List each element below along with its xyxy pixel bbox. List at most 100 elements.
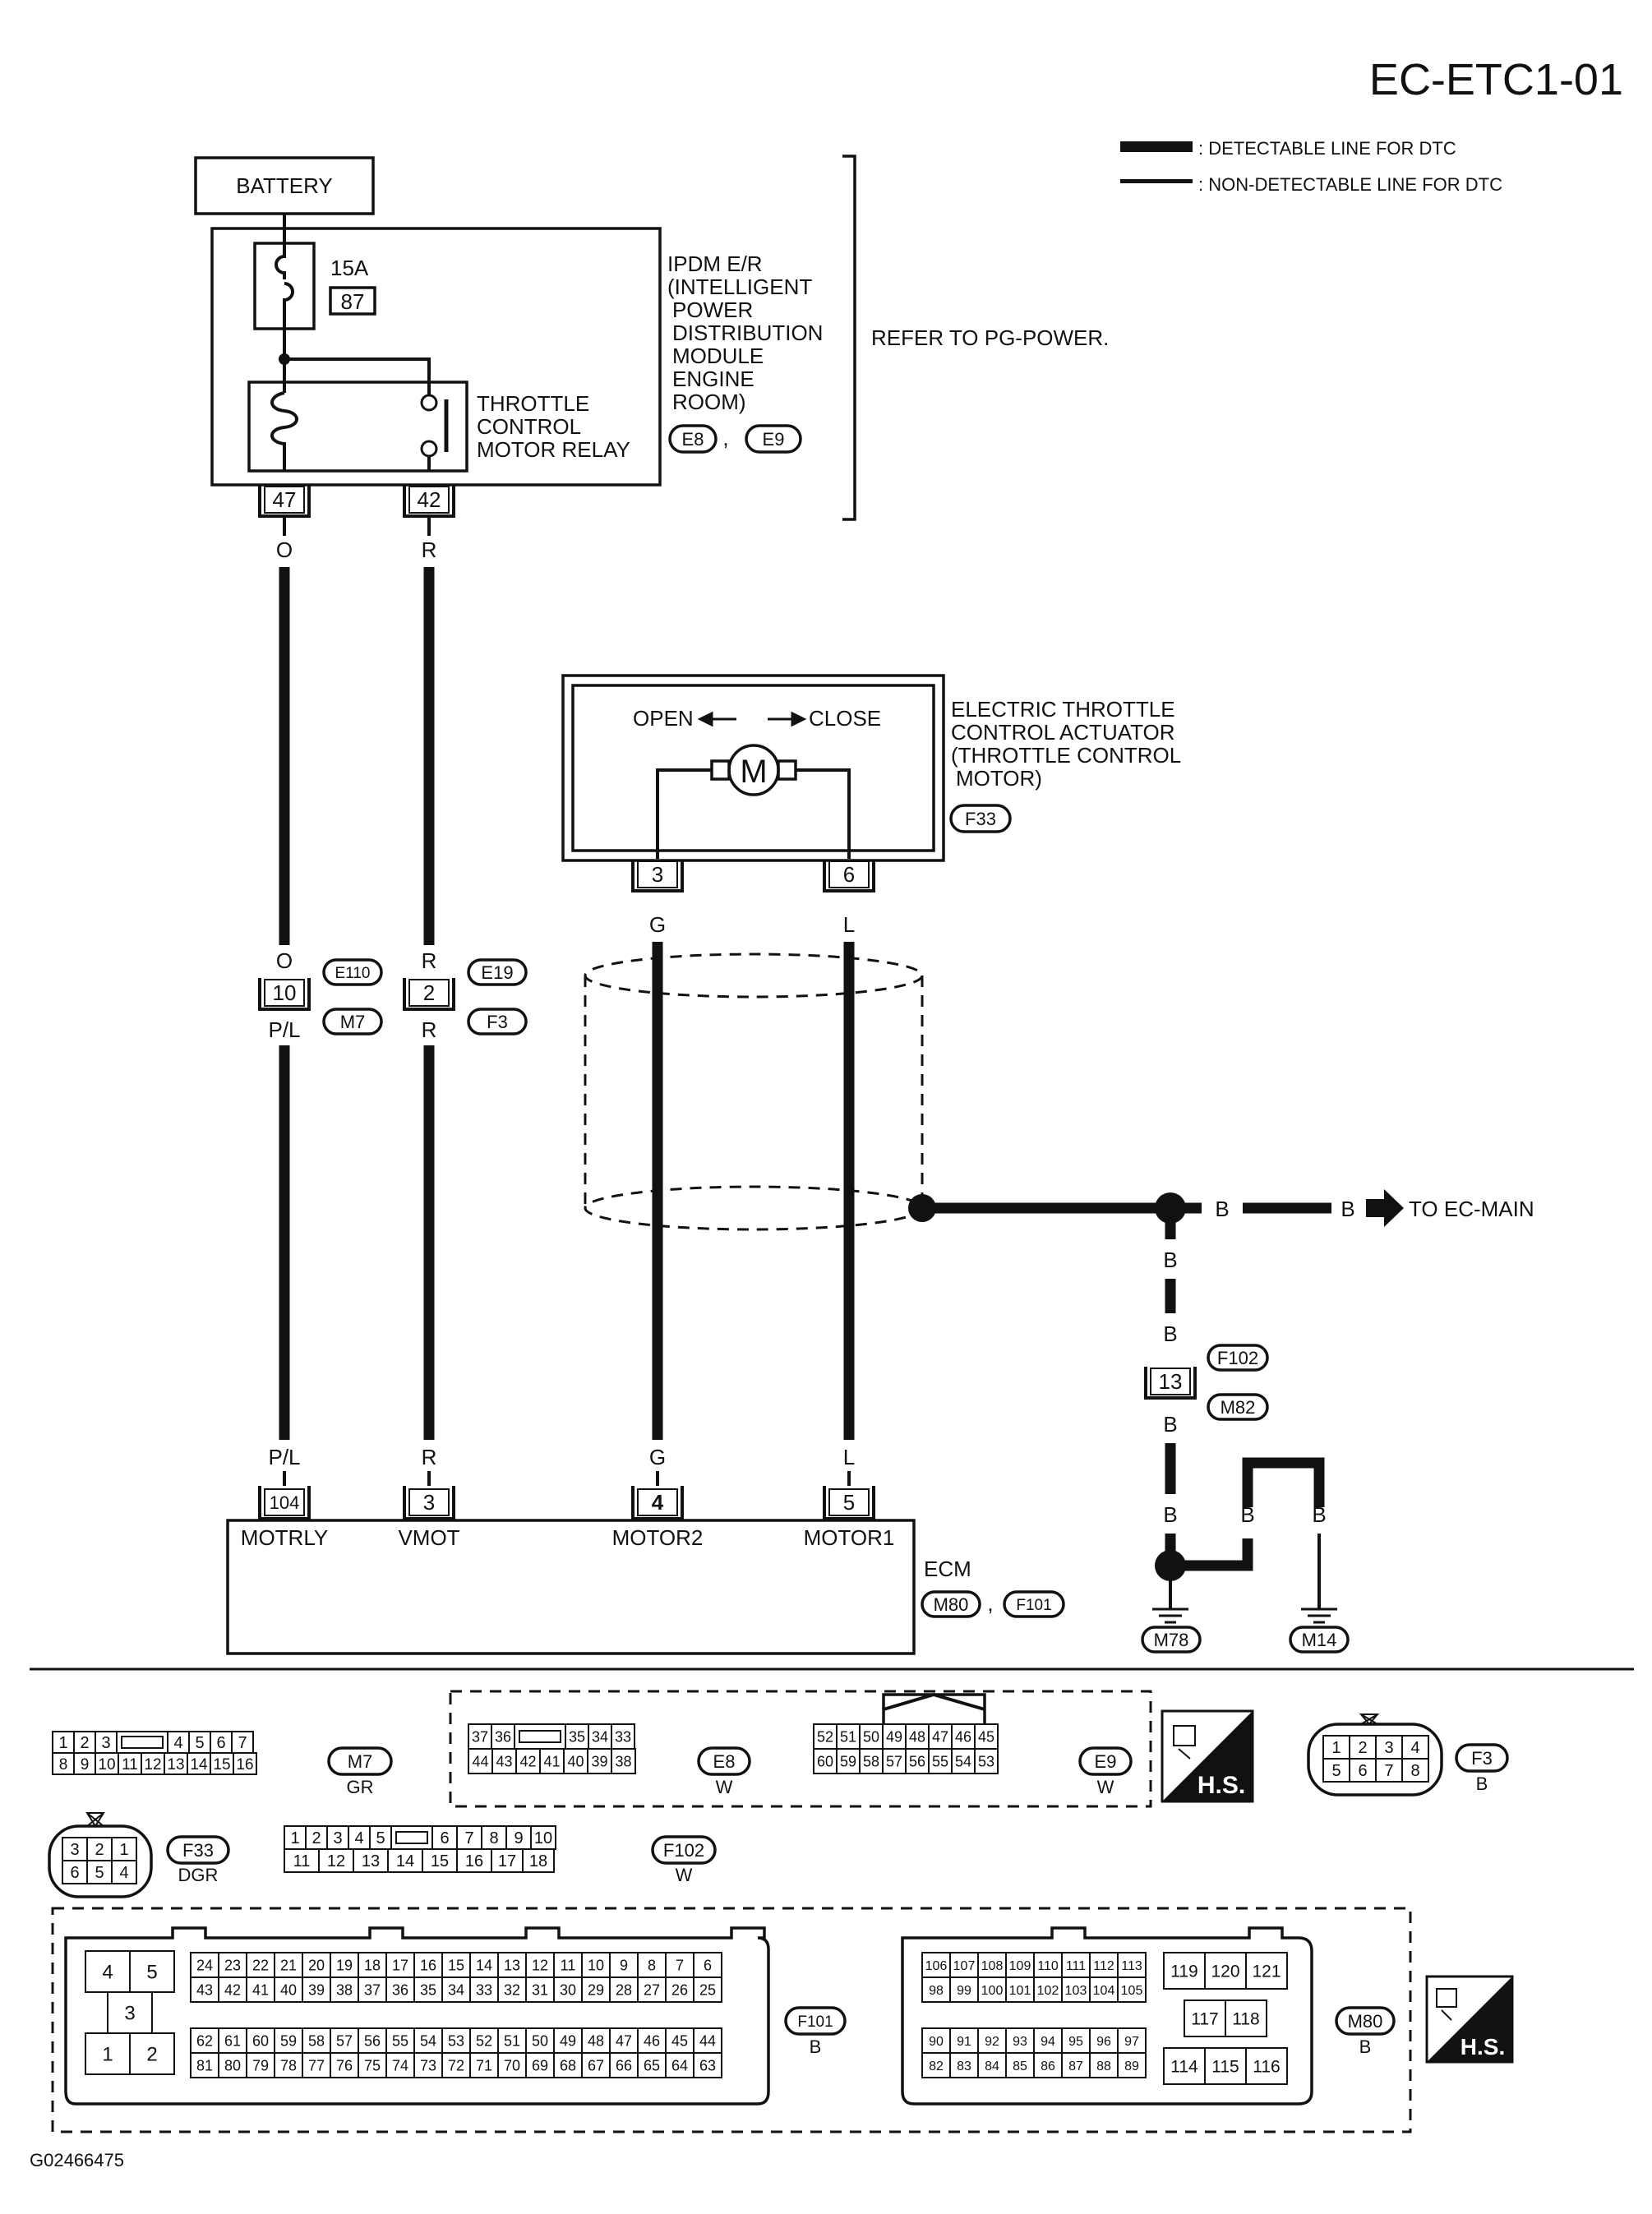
conn-m80-id: M80	[1348, 2011, 1383, 2032]
pin-number: 28	[616, 1981, 632, 1998]
conn-f3-housing	[1307, 1723, 1443, 1797]
actuator-pin-3-label: 3	[652, 862, 663, 887]
b-branch-1	[1170, 1538, 1253, 1571]
pin-cell	[468, 1748, 493, 1774]
pin-number: 51	[840, 1728, 856, 1745]
pin-number: 6	[440, 1829, 449, 1847]
pin-number: 42	[519, 1753, 536, 1769]
b-label-3: B	[1163, 1248, 1177, 1272]
svg-text:5: 5	[843, 1490, 855, 1515]
pin-number: 26	[671, 1981, 688, 1998]
fuse-num: 87	[341, 289, 365, 314]
pin-cell	[609, 2052, 639, 2078]
ipdm-pin-42-label: 42	[418, 487, 441, 512]
pin-number: 52	[476, 2032, 492, 2049]
pin-number: 12	[144, 1756, 161, 1774]
pin-number: 85	[1013, 2059, 1027, 2073]
conn-e8-id: E8	[713, 1751, 736, 1772]
actuator-label-2: CONTROL ACTUATOR	[951, 720, 1175, 745]
w1-mid-top-color: O	[276, 948, 293, 973]
pin-number: 31	[532, 1981, 548, 1998]
conn-f3-key-icon	[1359, 1714, 1380, 1726]
j3-conn-top: F102	[1217, 1348, 1258, 1368]
pin-number: 6	[70, 1864, 79, 1882]
j1-pin	[264, 979, 305, 1007]
pin-cell	[522, 1848, 555, 1873]
actuator-close-label: CLOSE	[809, 706, 881, 731]
pin-number: 5	[95, 1864, 104, 1882]
pin-cell	[456, 1848, 492, 1873]
pin-number: 84	[985, 2059, 999, 2073]
pin-number: 117	[1191, 2010, 1218, 2029]
pin-number: 41	[252, 1981, 269, 1998]
pin-number: 33	[615, 1728, 631, 1745]
pin-number: 94	[1041, 2035, 1055, 2049]
b-label-2: B	[1341, 1197, 1354, 1221]
conn-f33-color: DGR	[178, 1865, 219, 1885]
pin-number: 3	[101, 1734, 110, 1752]
pin-number: 101	[1009, 1984, 1031, 1998]
pin-number: 6	[216, 1734, 225, 1752]
w1-mid-bot-color: P/L	[268, 1017, 300, 1042]
actuator-label-1: ELECTRIC THROTTLE	[951, 697, 1175, 722]
pin-number: 5	[146, 1962, 157, 1984]
pin-number: 8	[59, 1756, 68, 1774]
pin-number: 62	[196, 2032, 213, 2049]
conn-e9-tag	[1078, 1746, 1133, 1776]
ecm-conn-b: F101	[1016, 1597, 1051, 1614]
pin-number: 53	[978, 1753, 994, 1769]
pin-cell	[563, 1748, 588, 1774]
relay-coil-icon	[270, 382, 298, 471]
pin-number: 61	[224, 2032, 241, 2049]
ecm-conn-a-tag	[921, 1590, 981, 1618]
open-arrow-icon	[697, 711, 736, 727]
pin-number: 92	[985, 2035, 999, 2049]
connector-key-icon	[395, 1831, 428, 1844]
pin-cell	[210, 1752, 234, 1775]
pin-cell	[977, 1952, 1007, 1978]
pin-number: 108	[981, 1959, 1004, 1973]
pin-cell	[441, 2052, 471, 2078]
svg-text:3: 3	[423, 1490, 435, 1515]
pin-number: 107	[953, 1959, 976, 1973]
pin-cell	[921, 2027, 951, 2054]
pin-number: 109	[1009, 1959, 1031, 1973]
page-code: EC-ETC1-01	[1369, 55, 1623, 104]
pin-cell	[86, 1860, 113, 1884]
pin-number: 74	[392, 2057, 408, 2073]
pin-cell	[129, 2032, 175, 2075]
pin-number: 33	[476, 1981, 492, 1998]
pin-number: 38	[615, 1753, 631, 1769]
pin-cell	[330, 2027, 359, 2054]
pin-cell	[1184, 2000, 1226, 2037]
j3-pin	[1150, 1368, 1191, 1395]
pin-cell	[348, 1825, 371, 1850]
close-arrow-icon	[768, 711, 807, 727]
pin-cell	[441, 1976, 471, 2003]
pin-number: 99	[957, 1984, 971, 1998]
pin-number: 40	[567, 1753, 584, 1769]
connector-key-icon	[519, 1730, 561, 1743]
pin-number: 66	[616, 2057, 632, 2073]
pin-number: 68	[560, 2057, 576, 2073]
ecm-conn-sep: ,	[987, 1591, 993, 1616]
pin-number: 2	[146, 2044, 157, 2066]
pin-number: 4	[354, 1829, 363, 1847]
svg-text:104: 104	[270, 1492, 300, 1513]
pin-number: 119	[1170, 1963, 1197, 1981]
pin-number: 14	[396, 1852, 414, 1870]
pin-number: 25	[699, 1981, 716, 1998]
pin-number: 115	[1211, 2058, 1239, 2077]
pin-number: 11	[122, 1756, 138, 1774]
pin-cell	[928, 1748, 953, 1774]
pin-number: 60	[817, 1753, 833, 1769]
pin-number: 30	[560, 1981, 576, 1998]
pin-number: 3	[70, 1841, 79, 1859]
pin-number: 39	[308, 1981, 325, 1998]
ipdm-box	[210, 227, 662, 487]
pin-number: 80	[224, 2057, 241, 2073]
conn-e8-tag	[697, 1746, 751, 1776]
pin-number: 104	[1093, 1984, 1115, 1998]
pin-cell	[977, 2052, 1007, 2078]
pin-number: 110	[1037, 1959, 1059, 1973]
